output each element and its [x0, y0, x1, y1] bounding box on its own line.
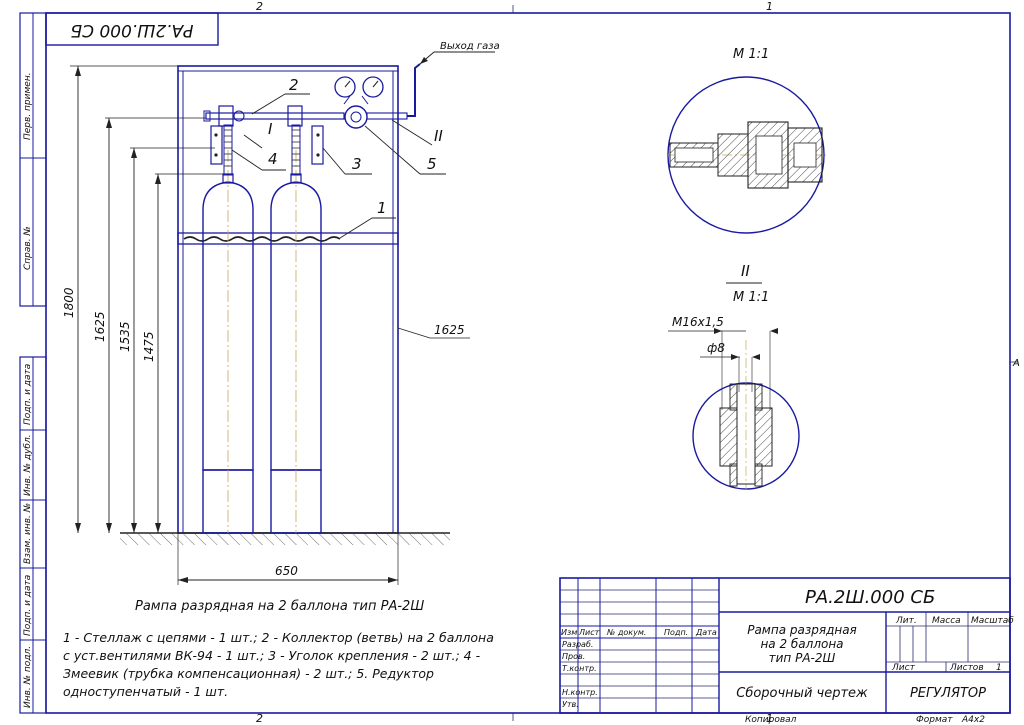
svg-text:Змеевик (трубка компенсационна: Змеевик (трубка компенсационная) - 2 шт.… [63, 666, 434, 681]
callout-3: 3 [352, 155, 362, 173]
svg-text:Изм: Изм [561, 628, 577, 637]
assembly-view: Выход газа 2 I 4 3 5 II 1 [62, 41, 500, 585]
svg-text:Инв. № подл.: Инв. № подл. [23, 646, 33, 708]
footer-format: Формат [916, 715, 953, 725]
svg-text:Т.контр.: Т.контр. [562, 664, 597, 673]
svg-text:Листов: Листов [949, 663, 984, 673]
pressure-gauge-right [362, 76, 384, 98]
svg-text:Выход газа: Выход газа [440, 41, 500, 52]
callout-5: 5 [427, 155, 437, 173]
svg-text:Подп.: Подп. [664, 628, 688, 637]
mounting-bracket-right [311, 125, 324, 165]
zone-top-left: 2 [256, 0, 263, 13]
callout-4: 4 [268, 150, 278, 168]
title-org: РЕГУЛЯТОР [910, 686, 986, 701]
svg-text:с уст.вентилями ВК-94 - 1 шт.;: с уст.вентилями ВК-94 - 1 шт.; 3 - Уголо… [63, 648, 481, 663]
callout-1: 1 [377, 199, 387, 217]
svg-text:тип РА-2Ш: тип РА-2Ш [769, 651, 836, 665]
zone-bottom-right: 1 [766, 712, 773, 725]
dim-1625: 1625 [93, 311, 107, 342]
zone-bottom-left: 2 [256, 712, 263, 725]
left-binding-strip: Перв. примен. Справ. № Подп. и дата Инв.… [19, 12, 47, 714]
dim-1800: 1800 [62, 287, 76, 318]
thread-label: М16х1,5 [672, 315, 724, 329]
svg-text:Масштаб: Масштаб [971, 616, 1014, 626]
collector-pipe [203, 105, 345, 127]
svg-text:Подп. и дата: Подп. и дата [23, 364, 33, 425]
svg-text:II: II [741, 262, 750, 280]
svg-text:М 1:1: М 1:1 [733, 290, 769, 305]
svg-text:Н.контр.: Н.контр. [562, 688, 598, 697]
svg-text:РА.2Ш.000 СБ: РА.2Ш.000 СБ [70, 20, 193, 40]
svg-text:Пров.: Пров. [562, 652, 585, 661]
title-doc-type: Сборочный чертеж [736, 686, 868, 701]
parts-list: 1 - Стеллаж с цепями - 1 шт.; 2 - Коллек… [63, 630, 494, 699]
svg-text:Дата: Дата [695, 628, 717, 637]
right-dimension: 1625 [397, 323, 470, 339]
detail-view-II: II М 1:1 М16х1,5 ф8 [668, 262, 800, 490]
svg-text:Утв.: Утв. [562, 700, 579, 709]
pressure-gauge-left [334, 76, 356, 98]
svg-text:Подп. и дата: Подп. и дата [23, 575, 33, 636]
svg-text:Лит.: Лит. [895, 616, 917, 626]
svg-text:Взам. инв. №: Взам. инв. № [23, 503, 33, 564]
title-block: РА.2Ш.000 СБ Рампа разрядная на 2 баллон… [559, 577, 1014, 714]
callout-view-II: II [434, 127, 443, 145]
svg-text:Лист: Лист [891, 663, 916, 673]
footer-format-value: А4х2 [961, 715, 985, 725]
gas-cylinder-left [202, 150, 254, 534]
svg-text:1: 1 [996, 663, 1002, 673]
callout-2: 2 [289, 76, 299, 94]
title-designation: РА.2Ш.000 СБ [805, 587, 935, 608]
vertical-dimensions: 1800 1625 1535 1475 [62, 65, 223, 533]
svg-text:Справ. №: Справ. № [23, 226, 33, 270]
dim-1535: 1535 [118, 321, 132, 352]
mounting-bracket-left [210, 125, 223, 165]
width-dimension: 650 [177, 533, 399, 585]
svg-text:№ докум.: № докум. [606, 628, 646, 637]
footer-copied: Копировал [745, 715, 797, 725]
svg-text:Лист: Лист [578, 628, 600, 637]
svg-text:Инв. № дубл.: Инв. № дубл. [23, 434, 33, 496]
dim-650: 650 [275, 564, 298, 578]
callout-view-I: I [268, 120, 273, 138]
svg-text:Рампа разрядная: Рампа разрядная [747, 623, 857, 637]
zone-side: А [1012, 358, 1020, 369]
callouts: 2 I 4 3 5 II 1 [231, 76, 446, 239]
svg-text:Перв. примен.: Перв. примен. [23, 72, 33, 140]
diameter-label: ф8 [707, 341, 725, 355]
svg-text:Разраб.: Разраб. [562, 640, 593, 649]
gas-outlet-label: Выход газа [419, 41, 500, 65]
zone-top-right: 1 [766, 0, 773, 13]
detail-view-I: М 1:1 [667, 47, 826, 234]
dim-1475: 1475 [142, 331, 156, 362]
svg-text:1 - Стеллаж с цепями - 1 шт.;: 1 - Стеллаж с цепями - 1 шт.; 2 - Коллек… [63, 630, 494, 645]
svg-text:1625: 1625 [434, 323, 465, 337]
drawing-title: Рампа разрядная на 2 баллона тип РА-2Ш [135, 599, 424, 614]
gas-cylinder-right [270, 150, 322, 534]
designation-stamp-top: РА.2Ш.000 СБ [45, 12, 219, 46]
svg-text:одноступенчатый - 1 шт.: одноступенчатый - 1 шт. [63, 684, 228, 699]
coil-right [291, 124, 301, 176]
svg-text:на 2 баллона: на 2 баллона [760, 637, 843, 651]
pressure-regulator [334, 63, 421, 129]
svg-text:М 1:1: М 1:1 [733, 47, 769, 62]
svg-text:Масса: Масса [932, 616, 961, 626]
